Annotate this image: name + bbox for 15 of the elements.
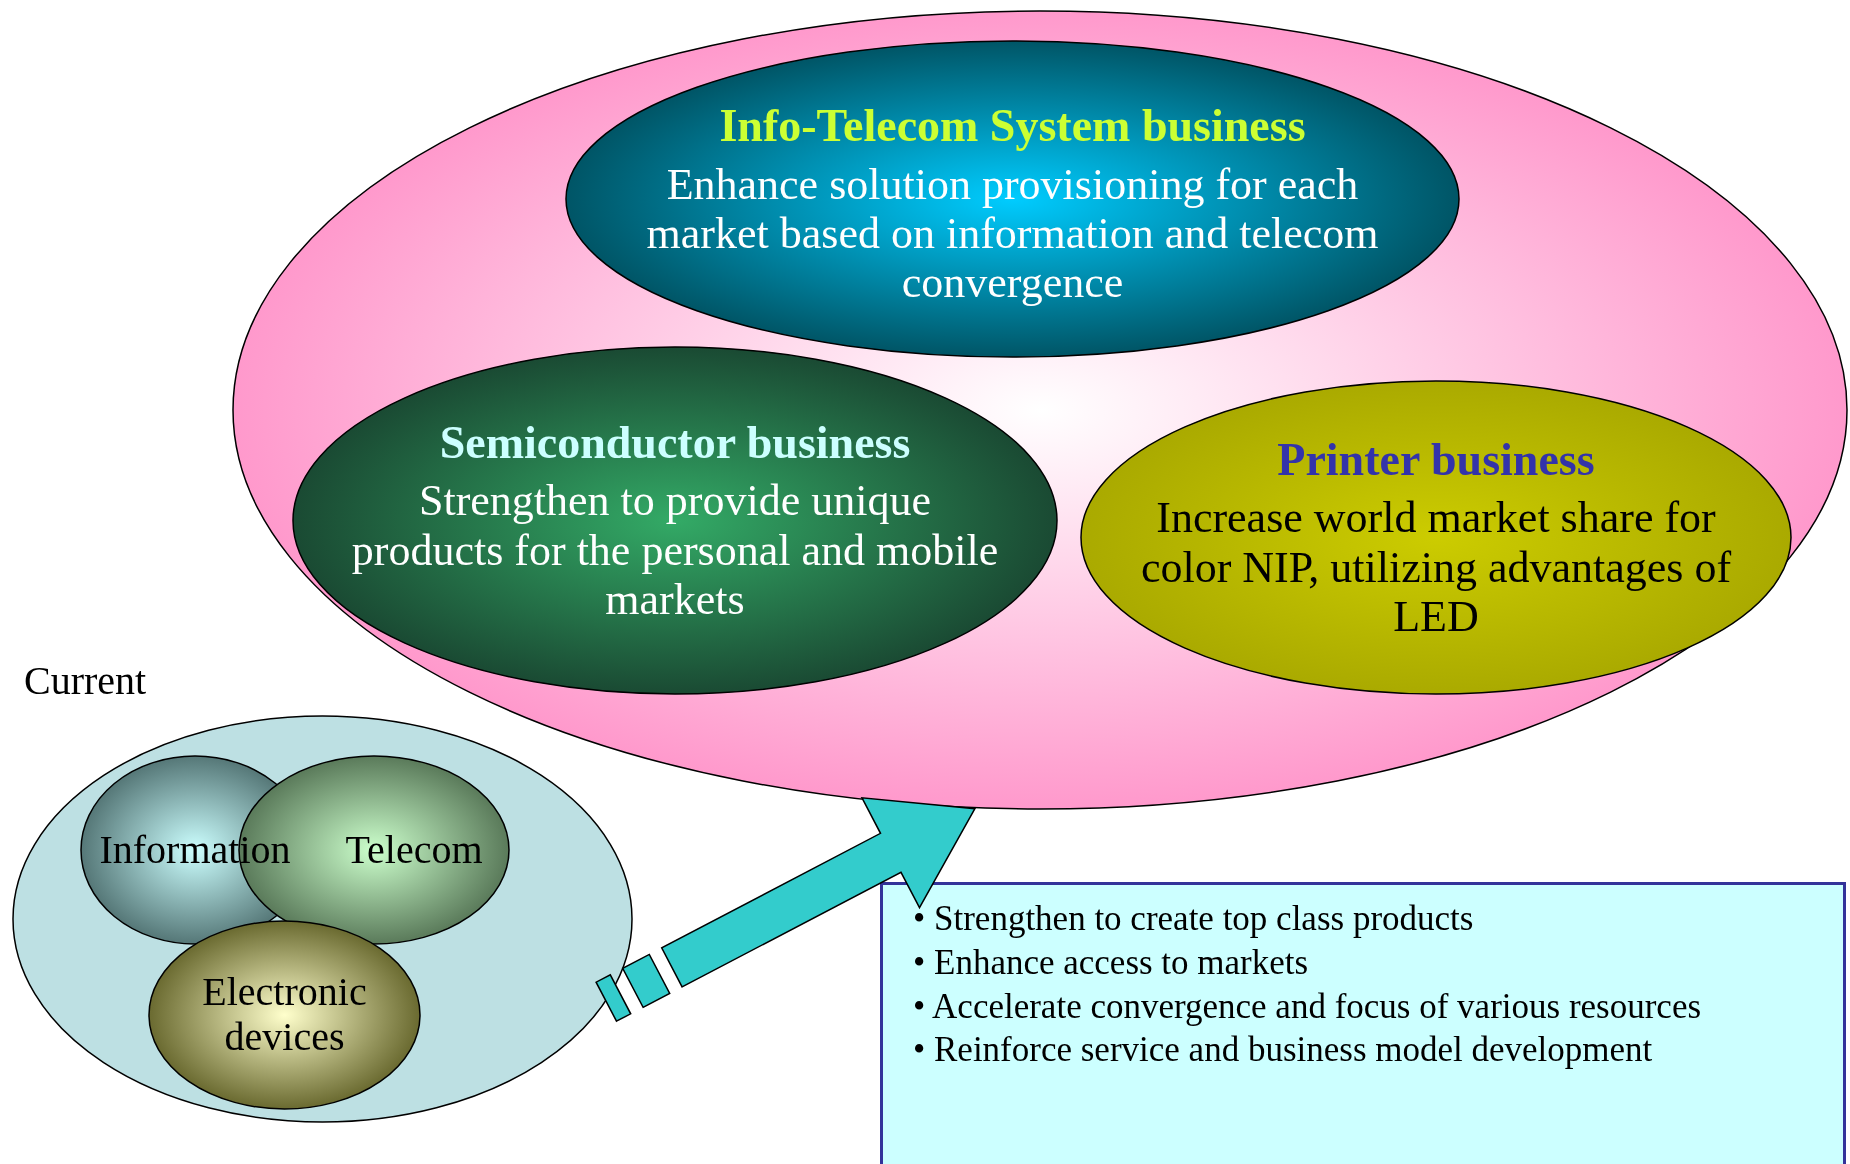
description: Increase world market share for color NIP, utilizing advantages of LED	[1139, 493, 1733, 642]
heading: Info-Telecom System business	[719, 100, 1306, 152]
bullet-item: • Strengthen to create top class products	[913, 898, 1475, 940]
oval-label: Telecom	[345, 827, 483, 873]
description: Enhance solution provisioning for each market based on information and telecom convergence	[645, 159, 1380, 308]
description: Strengthen to provide unique products for the personal and mobile markets	[350, 476, 1000, 625]
bullet-item: • Accelerate convergence and focus of various resources	[913, 985, 1703, 1028]
heading: Printer business	[1277, 433, 1595, 486]
text-box	[880, 882, 1846, 1164]
oval-label: Electronic devices	[201, 970, 368, 1060]
group-label: Current	[24, 659, 147, 704]
bullet-item: • Reinforce service and business model development	[913, 1029, 1654, 1072]
heading: Semiconductor business	[439, 416, 911, 469]
bullet-item: • Enhance access to markets	[913, 941, 1310, 984]
arrow	[595, 796, 977, 1023]
